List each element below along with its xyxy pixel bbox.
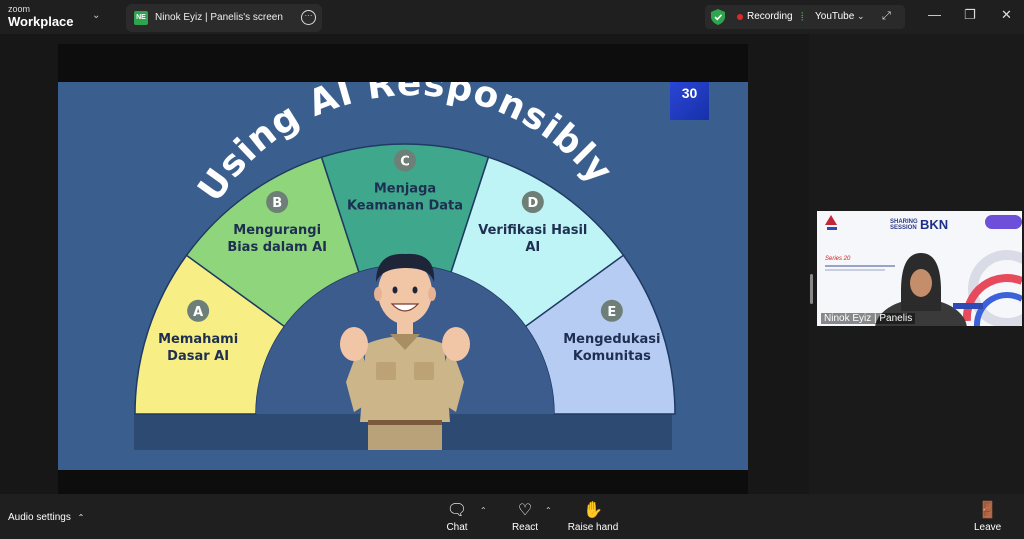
series-label: Series 20 [825,256,851,262]
live-stream-label[interactable]: YouTube [815,11,855,22]
session-brand: SHARING SESSION [890,219,918,231]
chat-button[interactable]: 🗨 Chat [444,500,470,533]
minimize-icon[interactable]: — [928,7,941,22]
participant-name: Ninok Eyiz | Panelis [821,313,916,324]
live-stream-icon: ⦙ [801,11,804,23]
shared-screen-label: Ninok Eyiz | Panelis's screen [155,12,283,23]
recording-label[interactable]: Recording [747,11,793,22]
org-logo-text: BKN [920,217,949,232]
raise-hand-label: Raise hand [567,522,619,533]
react-button[interactable]: ♡ React [510,500,540,533]
segment-letter-badge [521,191,544,214]
slide-graphic: Using AI Responsibly [134,82,676,450]
meeting-toolbar: Audio settings ⌃ 🗨 Chat ⌃ ♡ React ⌃ ✋ Ra… [0,494,1024,539]
segment-letter: C [400,155,410,170]
audio-settings-button[interactable]: Audio settings ⌃ [8,512,84,523]
leave-icon: 🚪 [977,502,998,519]
segment-label-line: Keamanan Data [347,199,463,214]
leave-button[interactable]: 🚪 Leave [974,500,1001,533]
chat-label: Chat [446,522,468,533]
chevron-down-icon[interactable]: ⌄ [92,10,101,21]
recording-status-bar: Recording ⦙ YouTube ⌄ ⤢ [705,5,905,29]
expand-icon[interactable]: ⤢ [882,10,891,22]
segment-letter: B [272,196,282,211]
segment-label-line: Bias dalam AI [227,240,327,255]
leave-label: Leave [974,522,1002,533]
audio-settings-label: Audio settings [8,512,71,523]
character-illustration [340,253,470,450]
brand-top: zoom [8,4,31,14]
brand-line2: SESSION [890,225,917,231]
segment-label-line: Memahami [158,332,238,347]
segment-letter-badge [187,299,210,322]
segment-letter-badge [600,299,623,322]
brand-line1: SHARING [890,219,918,225]
segment-letter-badge [266,191,289,214]
raise-hand-button[interactable]: ✋ Raise hand [566,500,620,533]
segment-letter: A [193,305,203,320]
segment-label-line: Verifikasi Hasil [478,223,587,238]
restore-icon[interactable]: ❐ [964,7,976,22]
segment-label-line: AI [525,240,540,255]
segment-label-line: Mengedukasi [563,332,660,347]
chevron-up-icon[interactable]: ⌃ [545,506,552,515]
heart-icon: ♡ [517,502,533,519]
shared-slide: Using AI Responsibly [58,82,748,470]
chevron-down-icon[interactable]: ⌄ [857,11,865,21]
segment-letter: D [527,196,538,211]
chat-icon: 🗨 [446,502,468,519]
participant-video-tile[interactable]: SHARING SESSION BKN Series 20 Ninok Eyiz… [817,211,1022,326]
segment-label-line: Komunitas [573,349,651,364]
segment-label-line: Dasar AI [167,349,229,364]
segment-letter: E [607,305,616,320]
close-icon[interactable]: ✕ [1001,7,1012,22]
zoom-logo[interactable]: zoom Workplace [8,4,74,29]
video-background [817,211,1022,326]
title-bar: zoom Workplace ⌄ NE Ninok Eyiz | Panelis… [0,0,1024,34]
subtitle-line [825,269,885,271]
resize-handle[interactable] [810,274,813,304]
shared-screen-tab[interactable]: NE Ninok Eyiz | Panelis's screen ··· [126,4,322,32]
react-label: React [511,522,539,533]
brand-bottom: Workplace [8,14,74,29]
hand-icon: ✋ [583,502,603,519]
segment-letter-badge [394,149,416,172]
chevron-up-icon: ⌃ [77,513,85,522]
more-options-icon[interactable]: ··· [301,10,316,25]
recording-dot-icon [737,14,743,20]
subtitle-line [825,265,895,267]
shield-icon[interactable] [711,9,725,25]
avatar: NE [134,11,148,25]
slide-number: 30 [670,82,709,120]
segment-label-line: Mengurangi [233,223,321,238]
segment-label-line: Menjaga [374,182,436,197]
chevron-up-icon[interactable]: ⌃ [480,506,487,515]
